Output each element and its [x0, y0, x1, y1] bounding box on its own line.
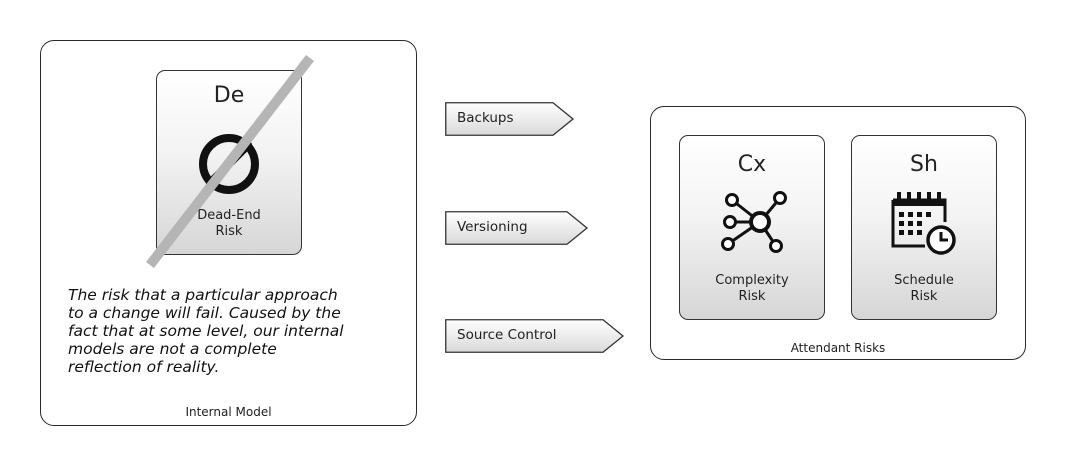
risk-name-line: Risk — [910, 289, 938, 304]
risk-name: Complexity Risk — [680, 273, 824, 305]
description-line: The risk that a particular approach — [68, 286, 338, 304]
risk-code: Cx — [737, 152, 767, 177]
description-line: fact that at some level, our internal — [68, 322, 344, 340]
action-label: Versioning — [457, 219, 528, 235]
dead-end-risk-card: De Dead-End Risk — [156, 70, 302, 255]
complexity-risk-card: Cx Complexity Risk — [679, 135, 825, 320]
calendar-clock-icon — [852, 188, 996, 256]
prohibited-icon — [157, 129, 301, 199]
action-label: Source Control — [457, 327, 557, 343]
risk-name-line: Risk — [215, 224, 243, 239]
risk-description: The risk that a particular approach to a… — [68, 286, 398, 376]
schedule-risk-card: Sh Schedule Risk — [851, 135, 997, 320]
action-label: Backups — [457, 110, 514, 126]
risk-code: Sh — [910, 152, 938, 177]
internal-model-label: Internal Model — [185, 405, 272, 419]
risk-name-line: Complexity — [715, 273, 789, 288]
attendant-risks-label: Attendant Risks — [790, 341, 886, 355]
risk-name: Schedule Risk — [852, 273, 996, 305]
risk-name-line: Risk — [738, 289, 766, 304]
description-line: to a change will fail. Caused by the — [68, 304, 341, 322]
risk-name-line: Dead-End — [197, 208, 261, 223]
description-line: reflection of reality. — [68, 358, 220, 376]
description-line: models are not a complete — [68, 340, 277, 358]
risk-name: Dead-End Risk — [157, 208, 301, 240]
risk-code: De — [213, 83, 245, 108]
risk-name-line: Schedule — [894, 273, 954, 288]
network-hub-icon — [680, 188, 824, 254]
